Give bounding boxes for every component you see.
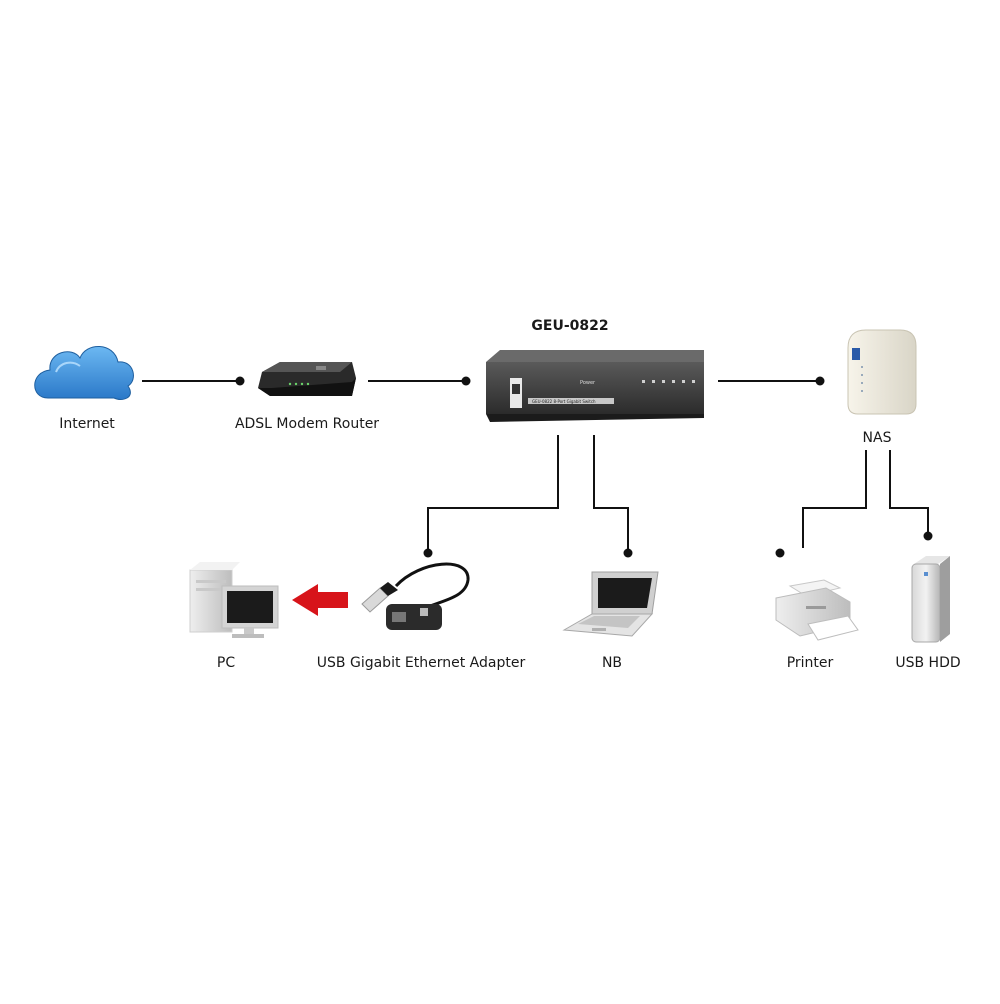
usb-ethernet-adapter-icon (361, 562, 470, 630)
switch-title: GEU-0822 (531, 318, 609, 334)
nas-icon (847, 329, 917, 415)
desktop-pc-icon (189, 562, 279, 638)
dot-adapter (423, 548, 433, 558)
connection-lines (142, 380, 929, 553)
label-nb: NB (601, 655, 623, 671)
adapter-logo-icon (420, 608, 428, 616)
label-printer: Printer (786, 655, 834, 671)
label-adapter: USB Gigabit Ethernet Adapter (316, 655, 526, 671)
nas-logo-icon (852, 348, 860, 360)
cloud-icon (34, 346, 134, 400)
dot-switch (461, 376, 471, 386)
red-arrow-icon (292, 584, 348, 616)
connection-dots (235, 376, 933, 558)
link-switch-adapter (427, 435, 559, 553)
link-nas-printer (802, 450, 867, 548)
link-switch-nb (593, 435, 629, 553)
label-hdd: USB HDD (895, 655, 961, 671)
link-nas-hdd (889, 450, 929, 536)
network-switch-icon: Power GEU-0822 8-Port Gigabit Switch (486, 350, 704, 422)
dot-modem (235, 376, 245, 386)
printer-icon (775, 579, 859, 641)
dot-printer (775, 548, 785, 558)
dot-hdd (923, 531, 933, 541)
switch-model-text: GEU-0822 8-Port Gigabit Switch (532, 399, 596, 404)
laptop-icon (562, 571, 659, 637)
switch-power-label: Power (580, 380, 596, 386)
modem-router-icon (258, 362, 356, 396)
label-nas: NAS (862, 430, 892, 446)
label-pc: PC (216, 655, 236, 671)
dot-nb (623, 548, 633, 558)
usb-hdd-icon (911, 556, 950, 643)
label-modem: ADSL Modem Router (234, 416, 380, 432)
dot-nas (815, 376, 825, 386)
label-internet: Internet (59, 416, 115, 432)
